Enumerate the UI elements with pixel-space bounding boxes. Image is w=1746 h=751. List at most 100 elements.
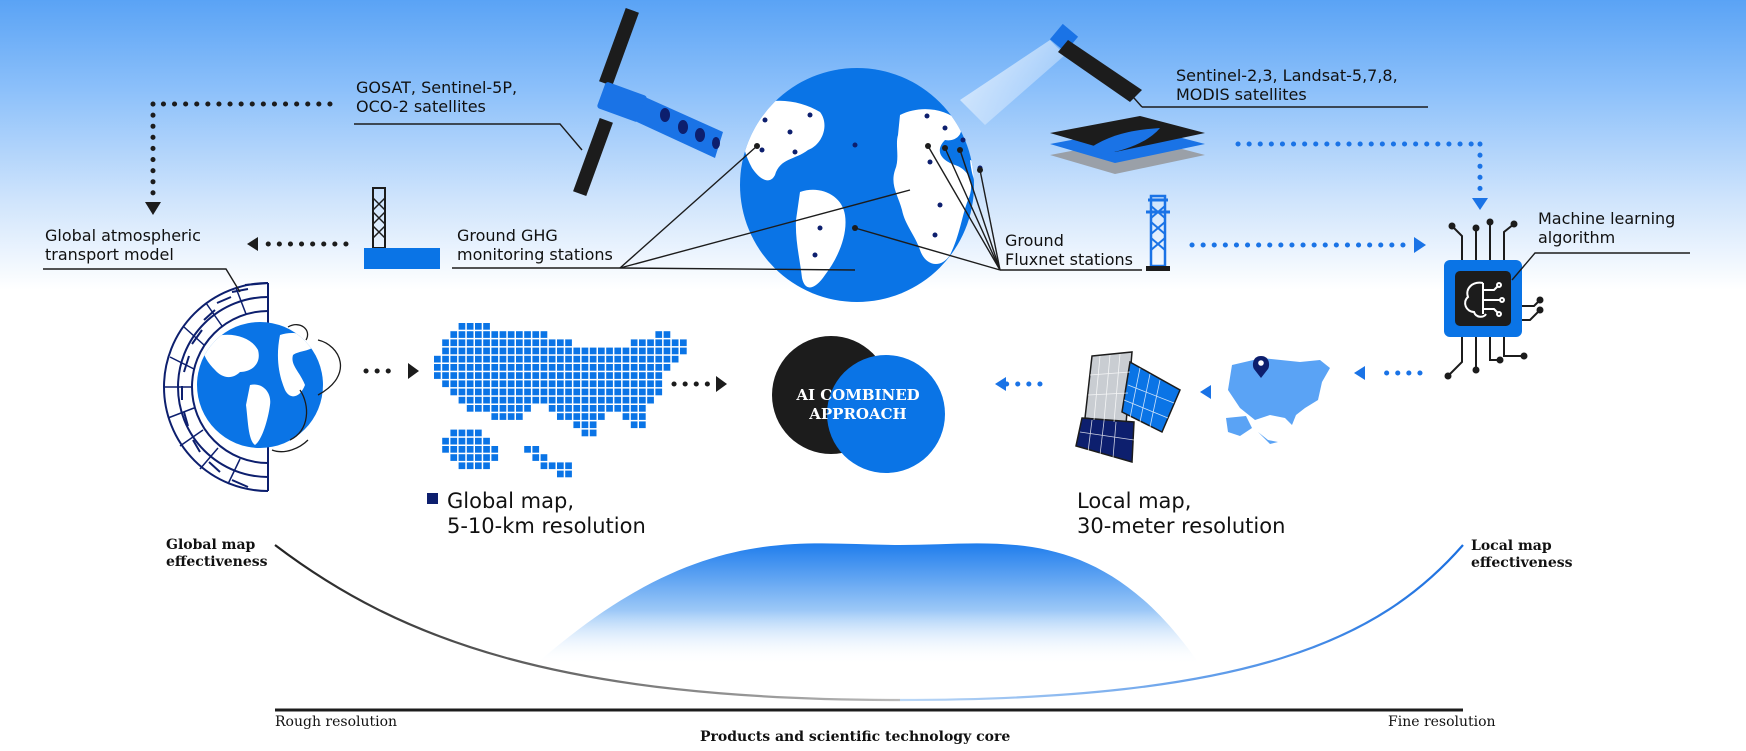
pixel-usa-map-icon (434, 323, 687, 478)
map-pixel (434, 355, 441, 363)
map-pixel (483, 355, 490, 363)
map-pixel (557, 470, 564, 478)
map-pixel (507, 331, 515, 338)
map-pixel (532, 380, 540, 388)
map-pixel (458, 347, 466, 355)
map-pixel (614, 396, 622, 404)
map-pixel (548, 372, 556, 379)
map-pixel (548, 380, 556, 388)
map-pixel (466, 429, 474, 437)
map-pixel (630, 355, 638, 363)
map-pixel (458, 437, 466, 445)
map-pixel (499, 347, 507, 355)
map-pixel (499, 405, 507, 412)
map-pixel (475, 331, 482, 338)
map-pixel (671, 355, 679, 363)
map-pixel (499, 380, 507, 388)
map-pixel (557, 355, 564, 363)
map-pixel (589, 405, 597, 412)
map-pixel (491, 454, 499, 461)
map-pixel (491, 347, 499, 355)
map-pixel (589, 364, 597, 371)
map-pixel (663, 355, 671, 363)
map-pixel (524, 347, 531, 355)
globe-icon (740, 68, 983, 302)
map-pixel (598, 388, 605, 396)
map-pixel (598, 405, 605, 412)
map-pixel (516, 364, 523, 371)
map-pixel (548, 355, 556, 363)
map-pixel (548, 396, 556, 404)
map-pixel (647, 355, 654, 363)
map-pixel (540, 364, 548, 371)
map-pixel (540, 396, 548, 404)
map-pixel (483, 454, 490, 461)
map-pixel (442, 372, 449, 379)
map-pixel (680, 339, 687, 347)
map-pixel (466, 323, 474, 330)
map-pixel (483, 462, 490, 470)
map-pixel (565, 396, 572, 404)
flow-arrows (145, 101, 1488, 399)
map-pixel (507, 388, 515, 396)
map-pixel (622, 372, 630, 379)
map-pixel (524, 396, 531, 404)
map-pixel (475, 347, 482, 355)
map-pixel (458, 462, 466, 470)
map-pixel (475, 339, 482, 347)
map-pixel (466, 355, 474, 363)
map-pixel (540, 347, 548, 355)
map-pixel (450, 388, 458, 396)
venn-diagram (772, 336, 945, 473)
map-pixel (466, 347, 474, 355)
map-pixel (581, 396, 589, 404)
map-pixel (557, 413, 564, 420)
map-pixel (483, 437, 490, 445)
map-pixel (548, 388, 556, 396)
map-pixel (532, 388, 540, 396)
map-pixel (475, 364, 482, 371)
map-pixel (655, 380, 663, 388)
map-pixel (639, 405, 646, 412)
map-pixel (573, 405, 581, 412)
leader-lines (43, 79, 1690, 293)
map-pixel (581, 421, 589, 429)
map-pixel (491, 355, 499, 363)
brain-icon (1464, 281, 1505, 318)
map-pixel (475, 437, 482, 445)
map-pixel (622, 355, 630, 363)
map-pixel (516, 413, 523, 420)
map-pixel (450, 437, 458, 445)
map-pixel (606, 372, 613, 379)
map-pixel (655, 331, 663, 338)
map-pixel (565, 388, 572, 396)
map-pixel (565, 413, 572, 420)
map-pixel (516, 355, 523, 363)
map-pixel (557, 372, 564, 379)
map-pixel (450, 355, 458, 363)
map-pixel (606, 405, 613, 412)
map-pixel (598, 413, 605, 420)
map-pixel (475, 355, 482, 363)
map-pixel (442, 339, 449, 347)
map-pixel (581, 388, 589, 396)
map-pixel (532, 331, 540, 338)
map-pixel (507, 347, 515, 355)
map-pixel (532, 446, 540, 453)
map-pixel (475, 380, 482, 388)
map-pixel (466, 437, 474, 445)
map-pixel (475, 323, 482, 330)
map-pixel (557, 347, 564, 355)
map-pixel (491, 388, 499, 396)
map-pixel (483, 405, 490, 412)
map-pixel (475, 446, 482, 453)
map-pixel (507, 396, 515, 404)
map-pixel (483, 331, 490, 338)
map-pixel (581, 355, 589, 363)
chip-icon (1444, 218, 1544, 380)
map-pixel (647, 347, 654, 355)
map-pixel (680, 347, 687, 355)
map-pixel (606, 355, 613, 363)
map-pixel (499, 364, 507, 371)
map-pixel (663, 331, 671, 338)
